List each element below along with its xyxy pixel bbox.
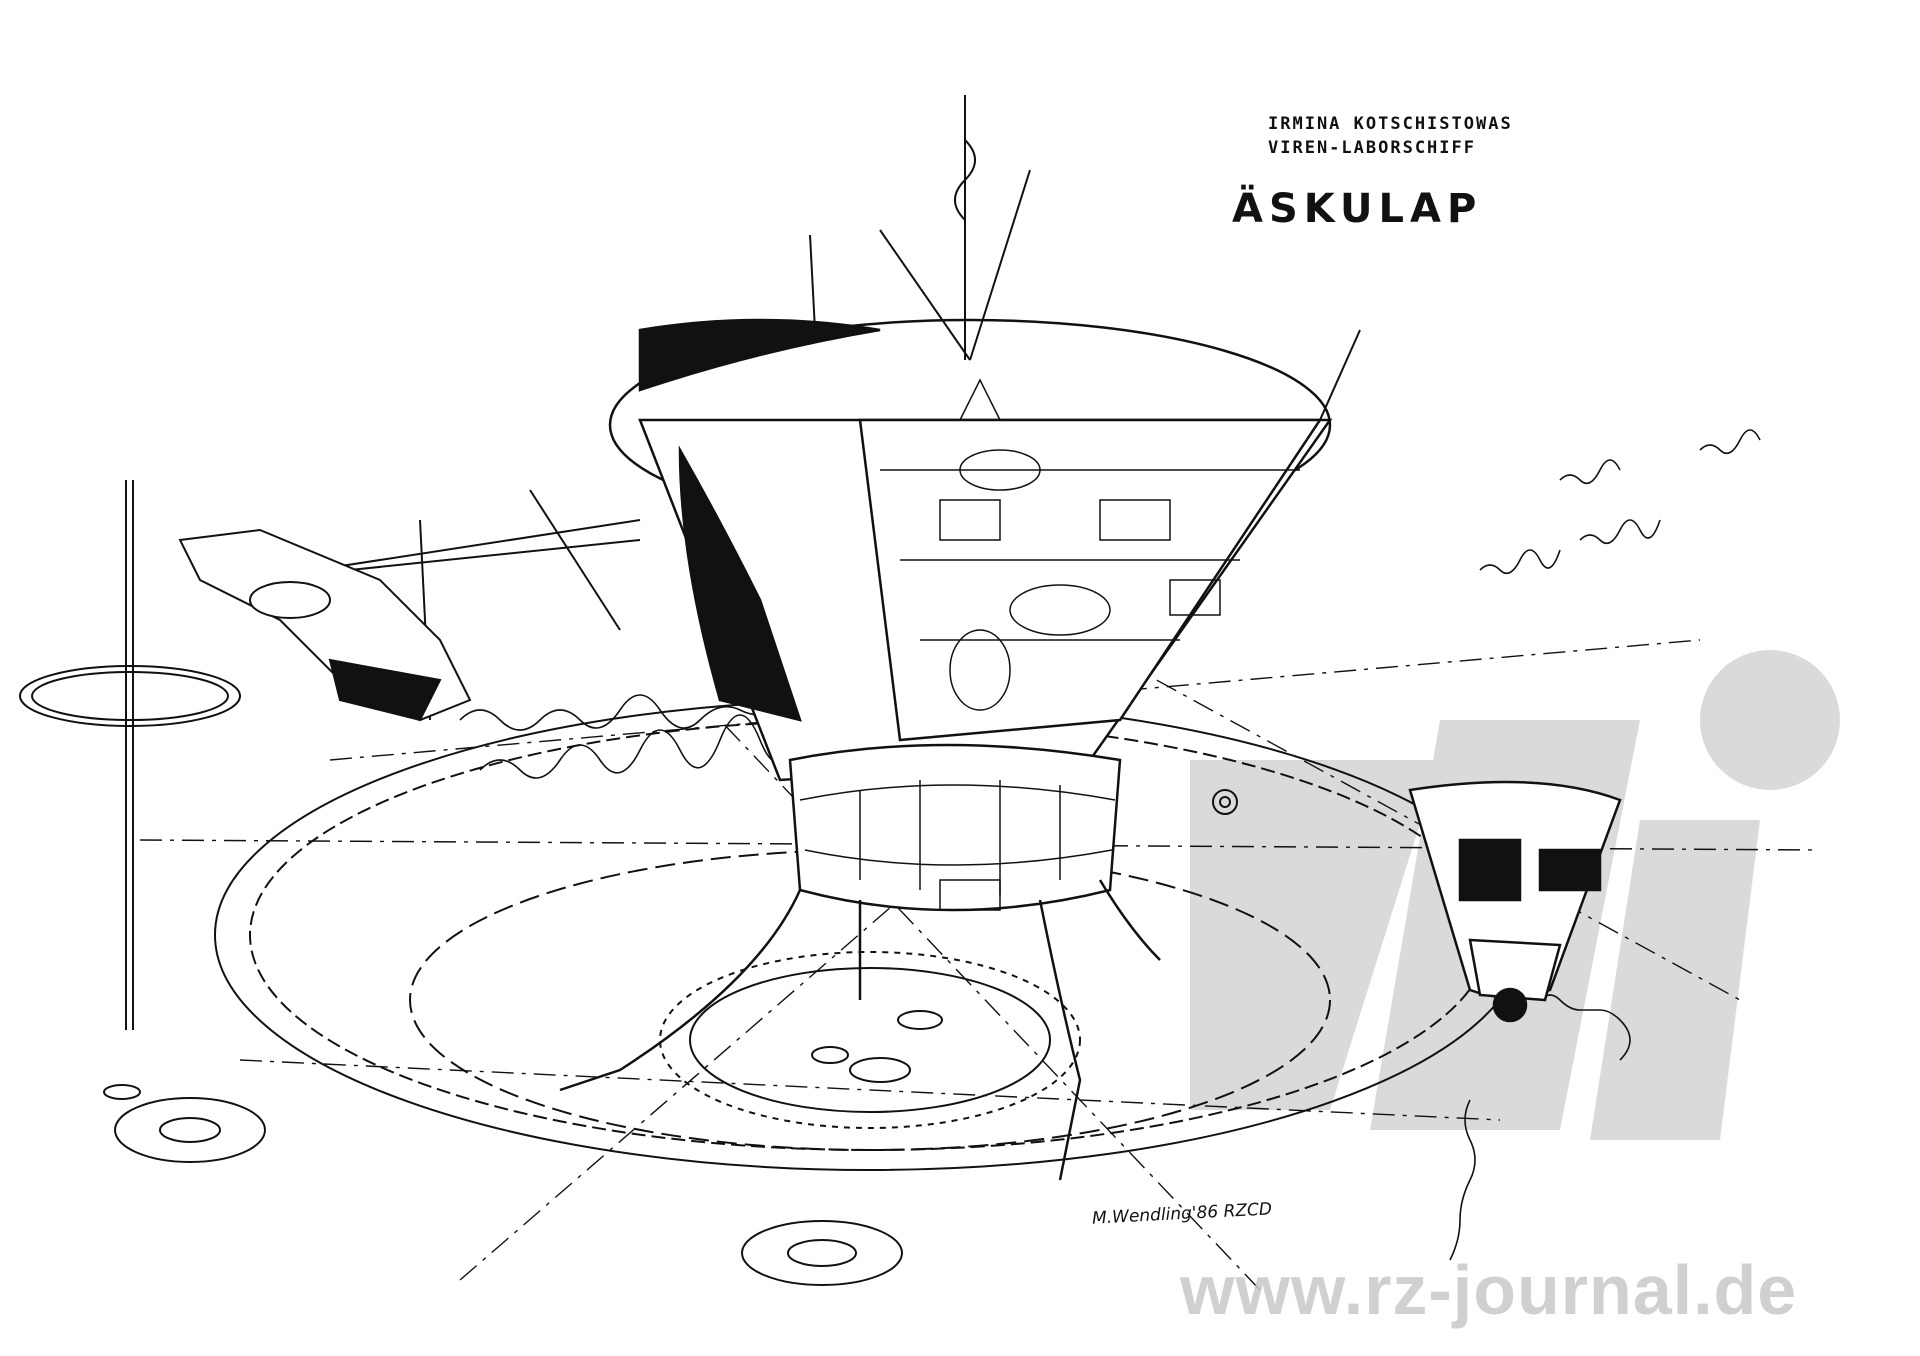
landing-legs — [559, 879, 1161, 1181]
caption-line2: VIREN-LABORSCHIFF — [1268, 138, 1476, 158]
top-antennas — [809, 95, 1361, 421]
left-shuttle — [178, 528, 472, 722]
caption-line1: IRMINA KOTSCHISTOWAS — [1268, 114, 1513, 134]
caption-title: ÄSKULAP — [1232, 186, 1483, 232]
left-mast — [19, 480, 241, 1030]
right-probe — [1408, 780, 1622, 1023]
watermark-url: www.rz-journal.de — [1180, 1251, 1798, 1329]
ground-beacon — [1212, 789, 1238, 815]
craters — [103, 1010, 943, 1286]
mothership — [608, 318, 1333, 912]
